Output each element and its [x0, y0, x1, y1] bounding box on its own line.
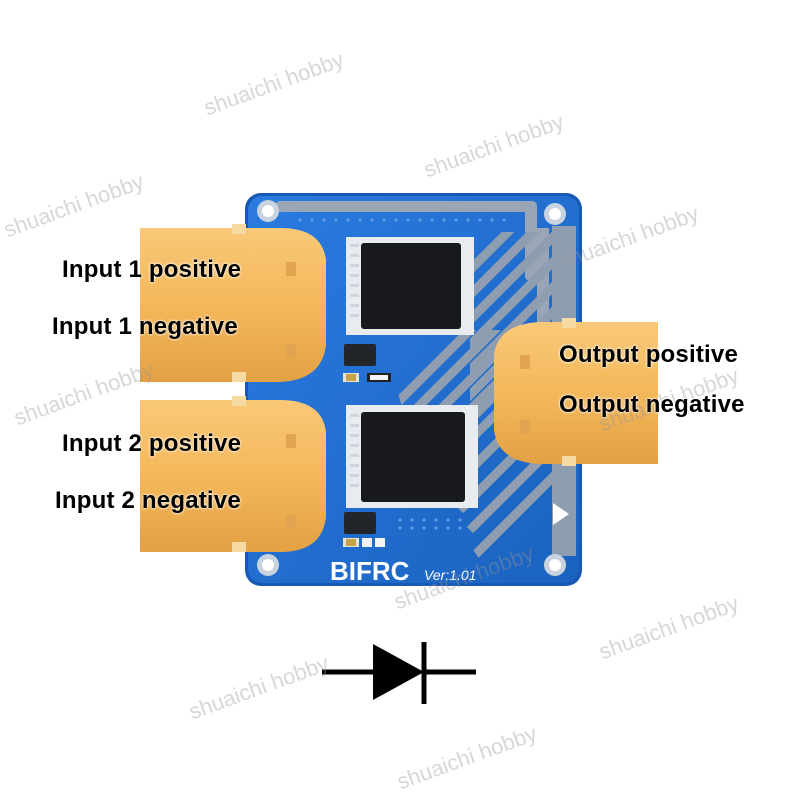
- diode-icon: [322, 642, 476, 704]
- input-connector-1: [140, 224, 326, 382]
- mosfet-2: [346, 405, 478, 508]
- label-input1-positive: Input 1 positive: [62, 256, 242, 283]
- pcb-board: [245, 193, 582, 586]
- mosfet-1: [346, 237, 474, 335]
- output-connector: [494, 318, 658, 466]
- label-input2-negative: Input 2 negative: [55, 487, 241, 514]
- label-output-negative: Output negative: [559, 391, 745, 418]
- controller-chip-2: [344, 512, 376, 534]
- label-input2-positive: Input 2 positive: [62, 430, 242, 457]
- controller-chip-1: [344, 344, 376, 366]
- mounting-holes: [257, 200, 566, 576]
- board-brand: BIFRC: [330, 556, 410, 586]
- direction-arrow-icon: [553, 503, 569, 525]
- label-input1-negative: Input 1 negative: [52, 313, 238, 340]
- label-output-positive: Output positive: [559, 341, 738, 368]
- input-connector-2: [140, 396, 326, 552]
- board-version: Ver:1.01: [424, 567, 476, 583]
- passive-components: [343, 373, 391, 547]
